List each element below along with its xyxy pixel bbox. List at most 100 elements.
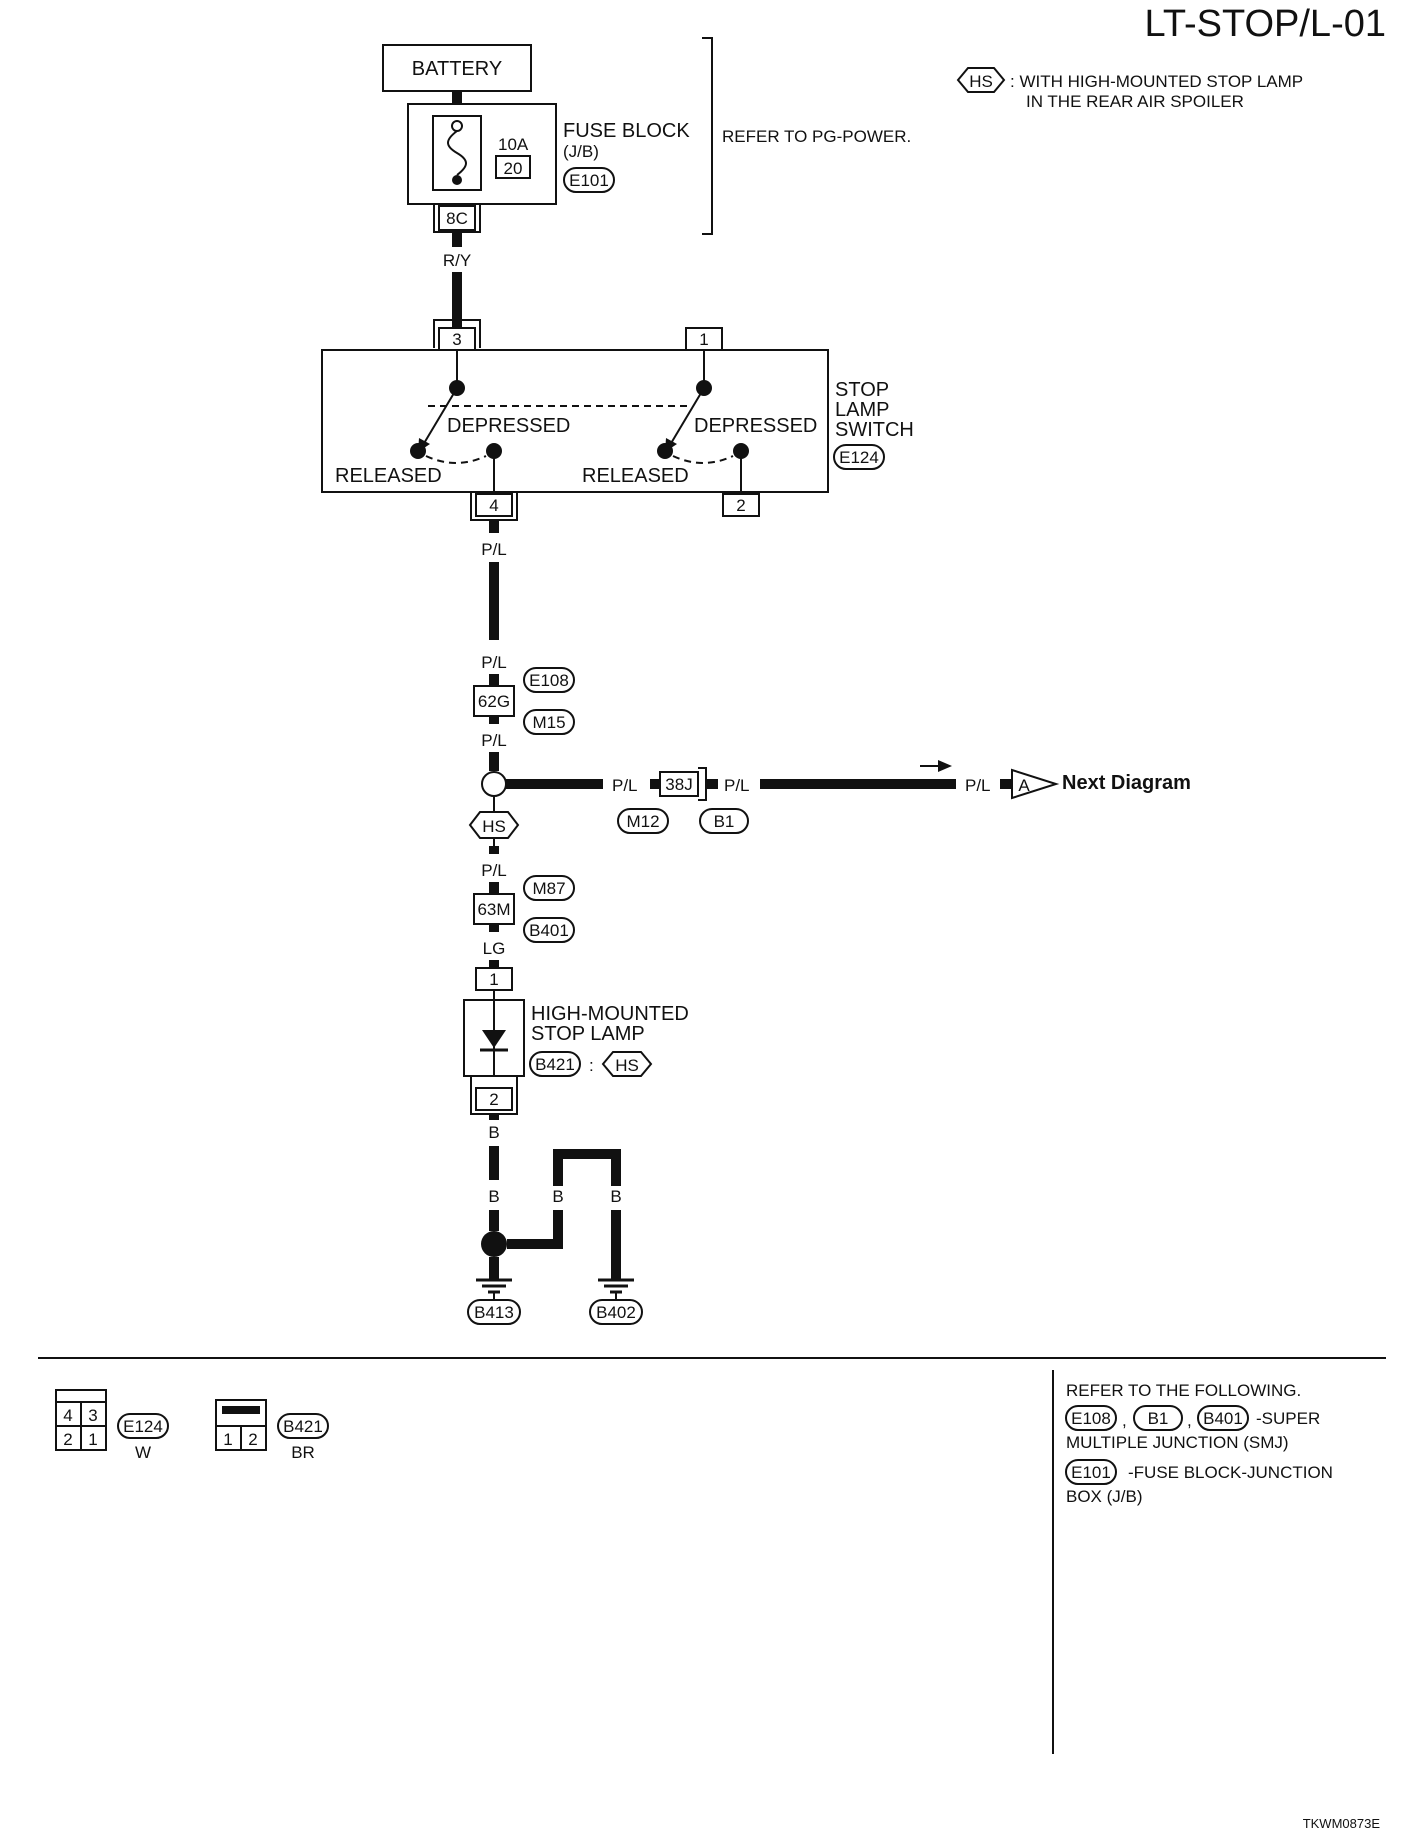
- lamp-hs-tag: [601, 1051, 653, 1077]
- switch-name-3: SWITCH: [835, 419, 914, 441]
- connector-m12-label: M12: [626, 812, 659, 831]
- e124-id: E124: [123, 1417, 163, 1436]
- ref-jb-text-1: -FUSE BLOCK-JUNCTION: [1128, 1463, 1333, 1482]
- b421-id: B421: [283, 1417, 323, 1436]
- wire-label-pl-4: P/L: [612, 776, 638, 795]
- wire-label-pl-7: P/L: [481, 861, 507, 880]
- ref-comma-2: ,: [1187, 1411, 1192, 1430]
- connector-view-b421: 1 2 B421 BR: [215, 1399, 329, 1462]
- switch-released-left: RELEASED: [335, 465, 442, 487]
- battery-label: BATTERY: [412, 58, 502, 80]
- ref-e101: E101: [1071, 1463, 1111, 1482]
- wire-label-pl-5: P/L: [724, 776, 750, 795]
- refer-pg-power: REFER TO PG-POWER.: [722, 127, 911, 146]
- hs-legend-text-2: IN THE REAR AIR SPOILER: [1026, 92, 1244, 111]
- lamp-hs-tag-text: HS: [615, 1056, 639, 1075]
- connector-e108: [523, 667, 575, 693]
- fuse-terminal-8c: 8C: [446, 209, 468, 228]
- ref-b1-badge: [1133, 1405, 1183, 1431]
- terminal-63m: 63M: [477, 900, 510, 919]
- switch-released-right: RELEASED: [582, 465, 689, 487]
- ref-b1: B1: [1148, 1409, 1169, 1428]
- b421-color: BR: [291, 1443, 315, 1462]
- ref-jb-text-2: BOX (J/B): [1066, 1487, 1143, 1506]
- wire-label-lg: LG: [483, 939, 506, 958]
- connector-m15: [523, 709, 575, 735]
- ground-symbol-1: B413: [467, 1278, 521, 1325]
- lamp-pin-1: 1: [489, 970, 498, 989]
- switch-travel-right: [672, 455, 734, 464]
- fuse-terminal-box: [438, 205, 476, 231]
- switch-travel-left: [425, 455, 487, 464]
- b421-pin-2: 2: [248, 1430, 257, 1449]
- refer-bracket: [702, 37, 713, 235]
- fuse-top-terminal: [451, 120, 463, 132]
- b421-pin-1: 1: [223, 1430, 232, 1449]
- battery: BATTERY: [382, 44, 532, 92]
- e124-housing-top: [55, 1389, 107, 1403]
- connector-b421-label: B421: [535, 1055, 575, 1074]
- page-title: LT-STOP/L-01: [1145, 3, 1386, 45]
- ground-symbol-2: B402: [589, 1278, 643, 1325]
- connector-b401: [523, 917, 575, 943]
- ground-b402: [589, 1299, 643, 1325]
- hs-option-tag: [468, 811, 520, 839]
- ref-b401: B401: [1203, 1409, 1243, 1428]
- wire-label-b-4: B: [610, 1187, 621, 1206]
- ground-b413-label: B413: [474, 1303, 514, 1322]
- e124-pin-4: 4: [63, 1406, 72, 1425]
- wire-label-pl-3: P/L: [481, 731, 507, 750]
- document-code: TKWM0873E: [1303, 1816, 1381, 1831]
- next-diagram-letter: A: [1018, 776, 1030, 795]
- switch-pin-4: 4: [489, 496, 498, 515]
- wire-label-pl-6: P/L: [965, 776, 991, 795]
- wire-label-pl-1: P/L: [481, 540, 507, 559]
- b421-id-badge: [277, 1413, 329, 1439]
- switch-depressed-left: DEPRESSED: [447, 415, 570, 437]
- connector-b401-label: B401: [529, 921, 569, 940]
- e124-color: W: [135, 1443, 151, 1462]
- ref-smj-text-1: -SUPER: [1256, 1409, 1320, 1428]
- connector-m15-label: M15: [532, 713, 565, 732]
- switch-depressed-right: DEPRESSED: [694, 415, 817, 437]
- connector-e108-label: E108: [529, 671, 569, 690]
- connector-b1-label: B1: [714, 812, 735, 831]
- fuse-block: 10A 20 FUSE BLOCK (J/B) E101 8C: [407, 103, 690, 233]
- connector-m87-label: M87: [532, 879, 565, 898]
- lamp-name-2: STOP LAMP: [531, 1023, 645, 1045]
- connector-m87: [523, 875, 575, 901]
- e124-id-badge: [117, 1413, 169, 1439]
- switch-pin-3-bracket: [433, 319, 481, 348]
- switch-pin-3: 3: [452, 330, 461, 349]
- switch-name-1: STOP: [835, 379, 889, 401]
- e124-pin-1: 1: [88, 1430, 97, 1449]
- reference-heading: REFER TO THE FOLLOWING.: [1066, 1381, 1301, 1400]
- hs-legend-tag-text: HS: [969, 72, 993, 91]
- fuse-block-name-2: (J/B): [563, 142, 599, 161]
- junction-62g: 62G E108 M15: [473, 667, 575, 735]
- led-icon: [482, 1030, 506, 1048]
- e124-pin-3: 3: [88, 1406, 97, 1425]
- wire-label-pl-2: P/L: [481, 653, 507, 672]
- reference-notes: REFER TO THE FOLLOWING. E108 , B1 , B401…: [1065, 1381, 1333, 1506]
- connector-m12: [617, 808, 669, 834]
- switch-body: [321, 349, 829, 493]
- connector-e101-label: E101: [569, 171, 609, 190]
- connector-e101: [563, 167, 615, 193]
- fuse-number: 20: [504, 159, 523, 178]
- switch-pin-2: 2: [736, 496, 745, 515]
- hs-legend: HS : WITH HIGH-MOUNTED STOP LAMP IN THE …: [956, 67, 1303, 111]
- connector-b421: [529, 1051, 581, 1077]
- fuse-bottom-terminal: [452, 175, 462, 185]
- b421-latch: [222, 1406, 260, 1414]
- terminal-63m-box: [473, 893, 515, 925]
- switch-contact-left-released: [410, 443, 426, 459]
- lamp-pin-2-box: [475, 1087, 513, 1111]
- splice-node: [481, 771, 507, 797]
- ground-splice-node: [481, 1231, 507, 1257]
- ref-e108-badge: [1065, 1405, 1117, 1431]
- terminal-38j-box: [659, 771, 699, 797]
- connector-b1: [699, 808, 749, 834]
- ref-b401-badge: [1197, 1405, 1249, 1431]
- high-mounted-stop-lamp: 1 2 HIGH-MOUNTED STOP LAMP B421 : HS: [463, 967, 689, 1115]
